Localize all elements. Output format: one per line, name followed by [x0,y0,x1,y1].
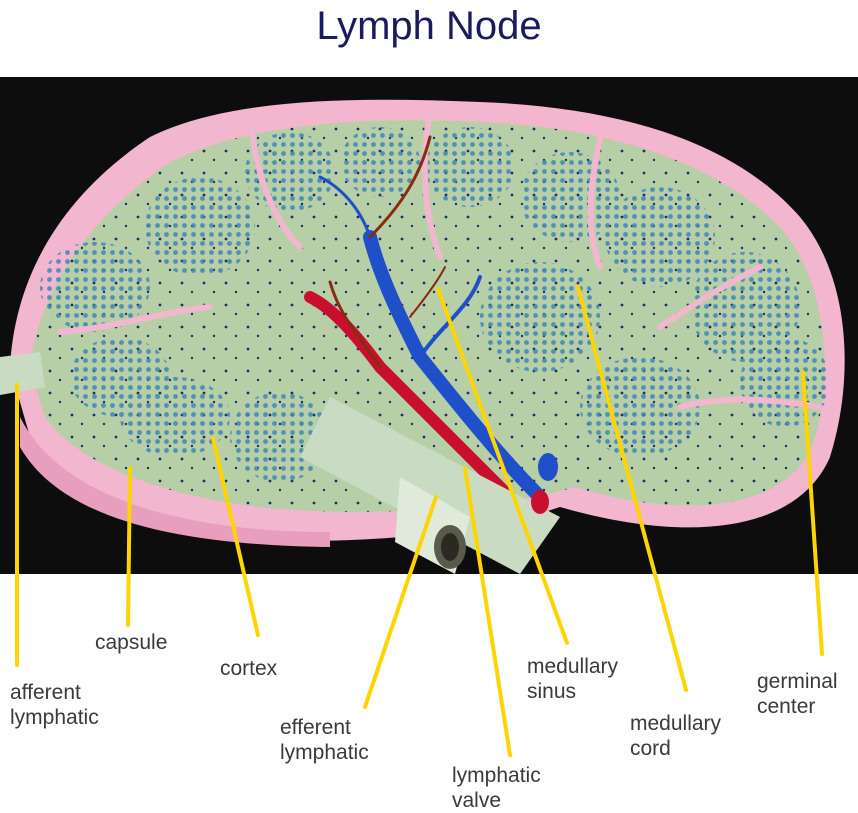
lymph-node-model-photo [0,77,858,574]
capsule-rim [20,417,330,547]
label-efferent-lymphatic: efferent lymphatic [280,716,369,764]
afferent-tube [0,352,45,395]
label-germinal-center: germinal center [757,670,838,718]
label-lymphatic-valve: lymphatic valve [452,764,541,812]
label-afferent-lymphatic: afferent lymphatic [10,681,99,729]
label-cortex: cortex [220,657,278,680]
label-medullary-cord: medullary cord [630,712,722,760]
label-medullary-sinus: medullary sinus [527,655,619,703]
diagram-title: Lymph Node [316,4,542,48]
lymph-node-illustration [0,99,845,574]
label-capsule: capsule [95,631,168,654]
